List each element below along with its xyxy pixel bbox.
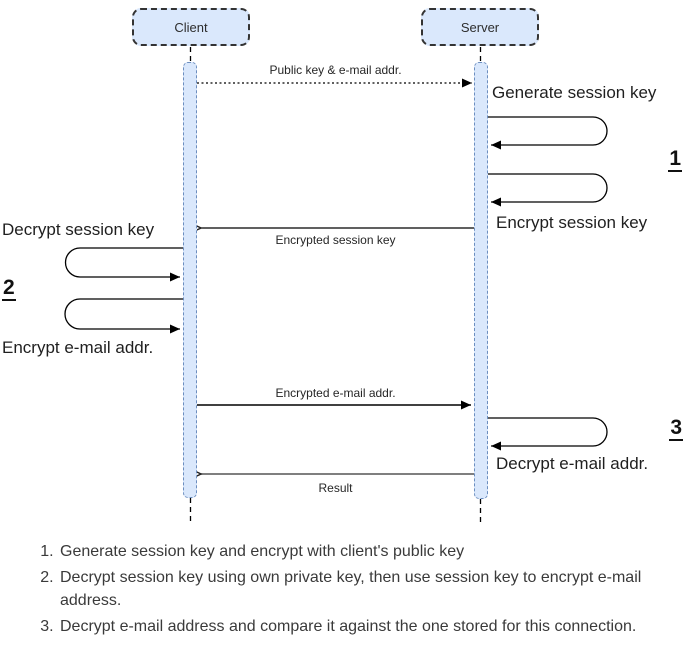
action-label-encrypt-session-key: Encrypt session key <box>496 213 648 232</box>
actor-client: Client <box>132 8 250 46</box>
action-label-generate-session-key: Generate session key <box>492 83 657 102</box>
step-marker-2: 2 <box>2 276 16 301</box>
action-label-decrypt-email: Decrypt e-mail addr. <box>496 454 649 473</box>
step-marker-3: 3 <box>669 416 683 441</box>
self-loop-decrypt-session-key <box>64 247 183 282</box>
self-loop-encrypt-session-key <box>488 173 608 207</box>
note-item-2: Decrypt session key using own private ke… <box>58 566 648 612</box>
message-label-encrypted-session-key: Encrypted session key <box>275 233 396 247</box>
note-item-1: Generate session key and encrypt with cl… <box>58 540 648 563</box>
action-label-decrypt-session-key: Decrypt session key <box>2 220 155 239</box>
message-label-encrypted-email: Encrypted e-mail addr. <box>275 386 396 400</box>
actor-server-label: Server <box>460 19 500 35</box>
self-loop-decrypt-email <box>488 417 608 451</box>
message-label-result: Result <box>318 481 353 495</box>
actor-server: Server <box>421 8 539 46</box>
self-loop-encrypt-email <box>64 298 183 334</box>
connector-layer <box>64 47 608 524</box>
activation-bar-server <box>474 62 488 499</box>
message-label-public-key: Public key & e-mail addr. <box>269 63 402 77</box>
activation-bar-client <box>183 62 197 498</box>
note-item-3: Decrypt e-mail address and compare it ag… <box>58 615 648 638</box>
step-marker-1: 1 <box>668 147 682 172</box>
legend-notes: Generate session key and encrypt with cl… <box>20 540 668 641</box>
self-loop-generate-session-key <box>488 116 608 150</box>
notes-list: Generate session key and encrypt with cl… <box>20 540 668 638</box>
actor-client-label: Client <box>174 19 208 35</box>
action-label-encrypt-email: Encrypt e-mail addr. <box>2 338 154 357</box>
